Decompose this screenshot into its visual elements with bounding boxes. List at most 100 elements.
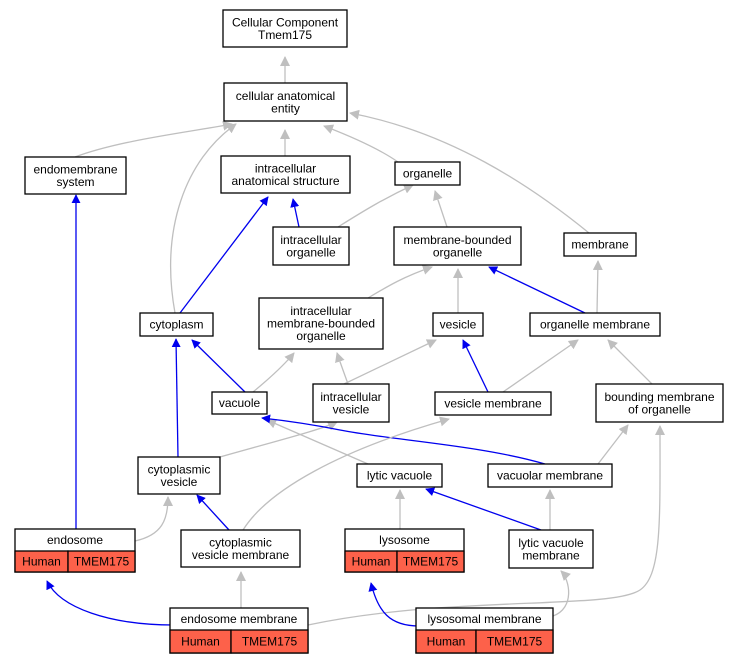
gene-label: TMEM175 <box>403 555 459 569</box>
part-of-edge-22 <box>191 339 246 393</box>
node-membrane[interactable]: membrane <box>563 232 637 257</box>
is-a-edge-4 <box>349 109 590 234</box>
is-a-edge-27 <box>134 496 173 542</box>
node-label: intracellular <box>255 161 316 175</box>
node-box <box>258 297 384 350</box>
node-vac-membrane[interactable]: vacuolar membrane <box>487 463 613 488</box>
is-a-edge-35 <box>242 416 450 531</box>
node-label: vesicle <box>333 402 370 416</box>
species-label: Human <box>181 635 220 649</box>
node-label: Cellular Component <box>232 15 339 29</box>
gene-label: TMEM175 <box>487 635 543 649</box>
part-of-edge-25 <box>261 414 546 465</box>
node-label: endosome <box>47 533 103 547</box>
node-box <box>223 82 348 122</box>
node-box <box>432 312 484 337</box>
is-a-edge-1 <box>74 120 233 158</box>
is-a-edge-17 <box>343 339 437 385</box>
node-box <box>394 161 461 186</box>
part-of-edge-18 <box>462 339 489 393</box>
node-box <box>312 383 390 423</box>
is-a-edge-23 <box>219 421 338 458</box>
node-box <box>356 463 443 488</box>
species-label: Human <box>22 555 61 569</box>
node-vesicle[interactable]: vesicle <box>432 312 484 337</box>
node-label: membrane-bounded <box>403 233 511 247</box>
node-vacuole[interactable]: vacuole <box>211 391 268 415</box>
node-label: cellular anatomical <box>236 89 335 103</box>
node-label: organelle <box>433 245 483 259</box>
is-a-edge-37 <box>552 570 571 617</box>
node-label: cytoplasmic <box>209 535 272 549</box>
is-a-edge-24 <box>266 419 369 465</box>
node-label: endomembrane <box>33 162 117 176</box>
node-box <box>139 312 214 337</box>
node-lytic-vacuole[interactable]: lytic vacuole <box>356 463 443 488</box>
node-label: lysosome <box>379 533 430 547</box>
node-organelle[interactable]: organelle <box>394 161 461 186</box>
gene-label: TMEM175 <box>242 635 298 649</box>
node-label: organelle <box>286 245 336 259</box>
part-of-edge-28 <box>196 494 230 531</box>
node-box <box>222 9 348 48</box>
node-label: vesicle membrane <box>444 397 542 411</box>
node-box <box>220 155 351 194</box>
node-label: vacuole <box>219 396 261 410</box>
node-org-membrane[interactable]: organelle membrane <box>529 312 661 337</box>
node-box <box>272 226 350 266</box>
node-label: lytic vacuole <box>367 469 433 483</box>
is-a-edge-11 <box>367 265 433 299</box>
is-a-edge-34 <box>307 425 666 626</box>
part-of-edge-21 <box>171 338 181 458</box>
node-box <box>180 529 301 568</box>
node-box <box>24 156 127 195</box>
node-label: membrane-bounded <box>267 317 375 331</box>
node-label: organelle <box>296 329 346 343</box>
edges-layer <box>46 56 666 627</box>
is-a-edge-20 <box>607 339 653 385</box>
node-label: bounding membrane <box>604 390 714 404</box>
node-box <box>508 529 594 569</box>
node-label: vesicle <box>440 318 477 332</box>
node-label: Tmem175 <box>258 28 312 42</box>
part-of-edge-36 <box>368 582 420 627</box>
node-label: intracellular <box>290 304 351 318</box>
node-vesicle-membrane[interactable]: vesicle membrane <box>434 391 552 416</box>
part-of-edge-8 <box>179 196 269 314</box>
node-box <box>529 312 661 337</box>
is-a-edge-3 <box>323 124 399 163</box>
node-label: intracellular <box>280 233 341 247</box>
species-label: Human <box>352 555 391 569</box>
is-a-edge-16 <box>335 352 349 385</box>
node-label: vesicle <box>161 475 198 489</box>
node-label: organelle membrane <box>540 318 650 332</box>
node-label: vesicle membrane <box>192 548 290 562</box>
node-label: membrane <box>571 238 629 252</box>
is-a-edge-10 <box>433 190 448 228</box>
gene-tag <box>67 550 136 573</box>
node-box <box>393 226 522 266</box>
node-box <box>595 383 724 423</box>
node-cytoplasm[interactable]: cytoplasm <box>139 312 214 337</box>
is-a-edge-26 <box>597 424 629 465</box>
node-label: anatomical structure <box>231 174 339 188</box>
is-a-edge-9 <box>337 184 414 228</box>
